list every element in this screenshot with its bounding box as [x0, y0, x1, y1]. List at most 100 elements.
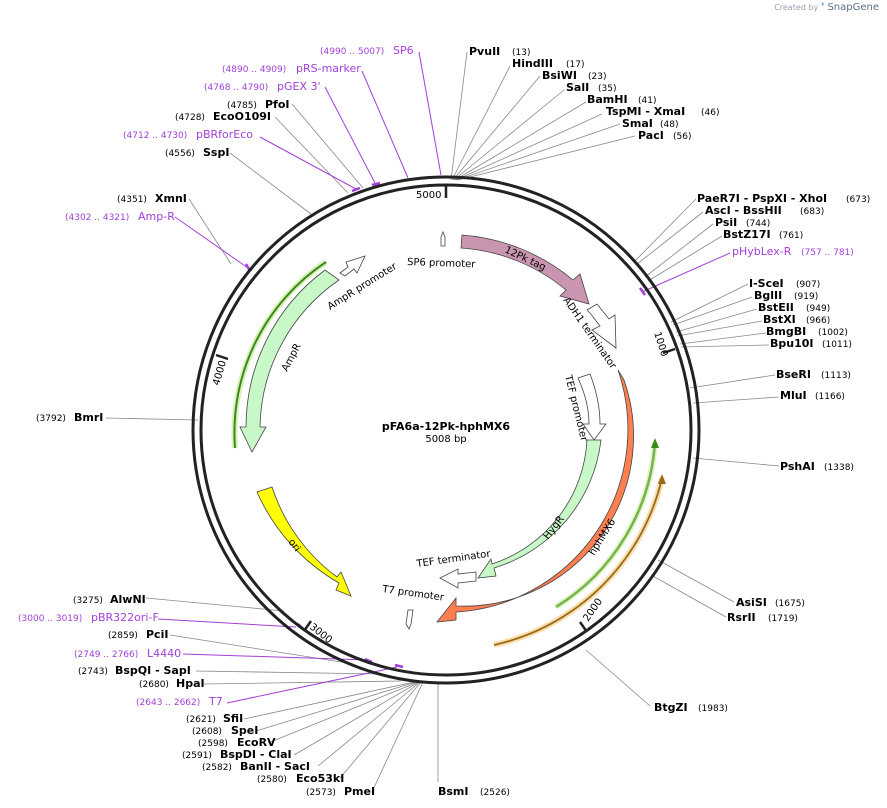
tick-1000: 1000 [651, 331, 669, 359]
enzyme-tspmi-xmai[interactable]: TspMI - XmaI [606, 105, 685, 118]
enzyme-alwni[interactable]: AlwNI [110, 593, 146, 606]
enzyme-ecorv[interactable]: EcoRV [237, 736, 276, 749]
primer-pbrforeco[interactable]: pBRforEco [196, 128, 253, 141]
enzyme-eco0109i[interactable]: EcoO109I [213, 110, 271, 123]
primer-pbrforeco-pos: (4712 .. 4730) [123, 131, 187, 141]
enzyme-hpai-pos: (2680) [139, 680, 169, 690]
enzyme-bsmi-pos: (2526) [480, 788, 510, 798]
feature-12pk-tag[interactable] [460, 234, 590, 305]
enzyme-bseri[interactable]: BseRI [776, 368, 811, 381]
enzyme-eco0109i-pos: (4728) [175, 113, 205, 123]
enzyme-hindiii[interactable]: HindIII [512, 57, 553, 70]
label-t7-promoter: T7 promoter [381, 584, 446, 604]
enzyme-bstxi[interactable]: BstXI [763, 313, 796, 326]
enzyme-sfii[interactable]: SfiI [223, 712, 243, 725]
label-hygr: HygR [542, 514, 567, 542]
enzyme-pcii[interactable]: PciI [146, 628, 168, 641]
enzyme-i-scei[interactable]: I-SceI [749, 277, 784, 290]
enzyme-hpai[interactable]: HpaI [176, 677, 205, 690]
enzyme-bmri-pos: (3792) [36, 414, 66, 424]
enzyme-bspqi-sapi-pos: (2743) [78, 667, 108, 677]
enzyme-banii-saci-pos: (2582) [202, 763, 232, 773]
feature-sp6-promoter[interactable] [440, 230, 446, 247]
enzyme-bsiwi-pos: (23) [588, 72, 606, 82]
enzyme-bspdi-clai-pos: (2591) [182, 751, 212, 761]
primer-sp6[interactable]: SP6 [393, 44, 414, 57]
primer-pbr322ori-f[interactable]: pBR322ori-F [91, 611, 159, 624]
primer-pbr322ori-f-pos: (3000 .. 3019) [18, 614, 82, 624]
feature-adh1-terminator[interactable] [586, 303, 617, 349]
enzyme-psii[interactable]: PsiI [715, 216, 737, 229]
primer-phyblex-r-pos: (757 .. 781) [801, 248, 854, 258]
enzyme-pshai[interactable]: PshAI [780, 460, 815, 473]
enzyme-sspi[interactable]: SspI [203, 146, 229, 159]
primer-amp-r[interactable]: Amp-R [138, 210, 175, 223]
primer-pgex3[interactable]: pGEX 3' [277, 80, 321, 93]
enzyme-pvuii[interactable]: PvuII [469, 45, 500, 58]
enzyme-rsrii[interactable]: RsrII [727, 611, 756, 624]
enzyme-asisi-pos: (1675) [775, 599, 805, 609]
primer-t7[interactable]: T7 [208, 695, 223, 708]
label-sp6-promoter: SP6 promoter [407, 257, 477, 270]
enzyme-mlui[interactable]: MluI [780, 389, 807, 402]
enzyme-bmri[interactable]: BmrI [74, 411, 103, 424]
leader-lines [105, 51, 780, 793]
enzyme-banii-saci[interactable]: BanII - SacI [240, 760, 310, 773]
plasmid-name: pFA6a-12Pk-hphMX6 [382, 420, 510, 433]
enzyme-asci-bsshii[interactable]: AscI - BssHII [705, 204, 782, 217]
enzyme-bsmi[interactable]: BsmI [438, 785, 469, 798]
primer-phyblex-r[interactable]: pHybLex-R [732, 245, 792, 258]
enzyme-bsteii[interactable]: BstEII [758, 301, 794, 314]
label-ampr-promoter: AmpR promoter [326, 261, 400, 313]
enzyme-eco53ki[interactable]: Eco53kI [296, 772, 344, 785]
primer-sp6-pos: (4990 .. 5007) [320, 47, 384, 57]
enzyme-bmgbi[interactable]: BmgBI [766, 325, 806, 338]
tick-5000: 5000 [416, 190, 441, 201]
enzyme-bsiwi[interactable]: BsiWI [542, 69, 577, 82]
feature-tef-promoter[interactable] [577, 373, 607, 441]
enzyme-pmei[interactable]: PmeI [344, 785, 375, 798]
enzyme-bpu10i[interactable]: Bpu10I [770, 337, 814, 350]
enzyme-asisi[interactable]: AsiSI [736, 596, 767, 609]
enzyme-bspdi-clai[interactable]: BspDI - ClaI [220, 748, 292, 761]
enzyme-pcii-pos: (2859) [108, 631, 138, 641]
feature-ampr[interactable] [239, 269, 340, 453]
primer-amp-r-pos: (4302 .. 4321) [65, 213, 129, 223]
primer-pgex3-pos: (4768 .. 4790) [204, 83, 268, 93]
primer-labels: (4990 .. 5007) SP6 (4890 .. 4909) pRS-ma… [18, 44, 854, 708]
enzyme-sali-pos: (35) [598, 84, 616, 94]
enzyme-i-scei-pos: (907) [796, 280, 820, 290]
enzyme-bstz17i[interactable]: BstZ17I [723, 228, 771, 241]
primer-prs-marker[interactable]: pRS-marker [296, 62, 361, 75]
primer-l4440[interactable]: L4440 [147, 647, 181, 660]
feature-hygr[interactable] [477, 439, 602, 579]
feature-ampr-promoter[interactable] [339, 255, 366, 277]
feature-hphmx6[interactable] [436, 369, 634, 623]
tick-4000: 4000 [211, 359, 229, 386]
enzyme-bglii-pos: (919) [794, 292, 818, 302]
enzyme-bglii[interactable]: BglII [754, 289, 782, 302]
enzyme-smai-pos: (48) [660, 120, 678, 130]
enzyme-spei-pos: (2608) [192, 727, 222, 737]
enzyme-spei[interactable]: SpeI [231, 724, 258, 737]
primer-t7-pos: (2643 .. 2662) [136, 698, 200, 708]
enzyme-pvuii-pos: (13) [512, 48, 530, 58]
enzyme-bamhi[interactable]: BamHI [587, 93, 628, 106]
enzyme-alwni-pos: (3275) [73, 596, 103, 606]
feature-t7-promoter[interactable] [405, 609, 414, 630]
enzyme-smai[interactable]: SmaI [622, 117, 653, 130]
feature-ori[interactable] [256, 486, 352, 597]
feature-tef-terminator[interactable] [439, 568, 477, 589]
tick-marks [215, 185, 676, 633]
enzyme-paci[interactable]: PacI [638, 129, 664, 142]
enzyme-bpu10i-pos: (1011) [822, 340, 852, 350]
orf-green-outer-glow [554, 441, 658, 610]
enzyme-bmgbi-pos: (1002) [818, 328, 848, 338]
enzyme-sali[interactable]: SalI [566, 81, 589, 94]
enzyme-ecorv-pos: (2598) [198, 739, 228, 749]
enzyme-btgzi[interactable]: BtgZI [654, 701, 688, 714]
enzyme-bspqi-sapi[interactable]: BspQI - SapI [115, 664, 191, 677]
enzyme-xmni[interactable]: XmnI [155, 192, 187, 205]
enzyme-pfoi[interactable]: PfoI [265, 98, 290, 111]
enzyme-paer7i-pspxi-xhoi[interactable]: PaeR7I - PspXI - XhoI [697, 192, 827, 205]
